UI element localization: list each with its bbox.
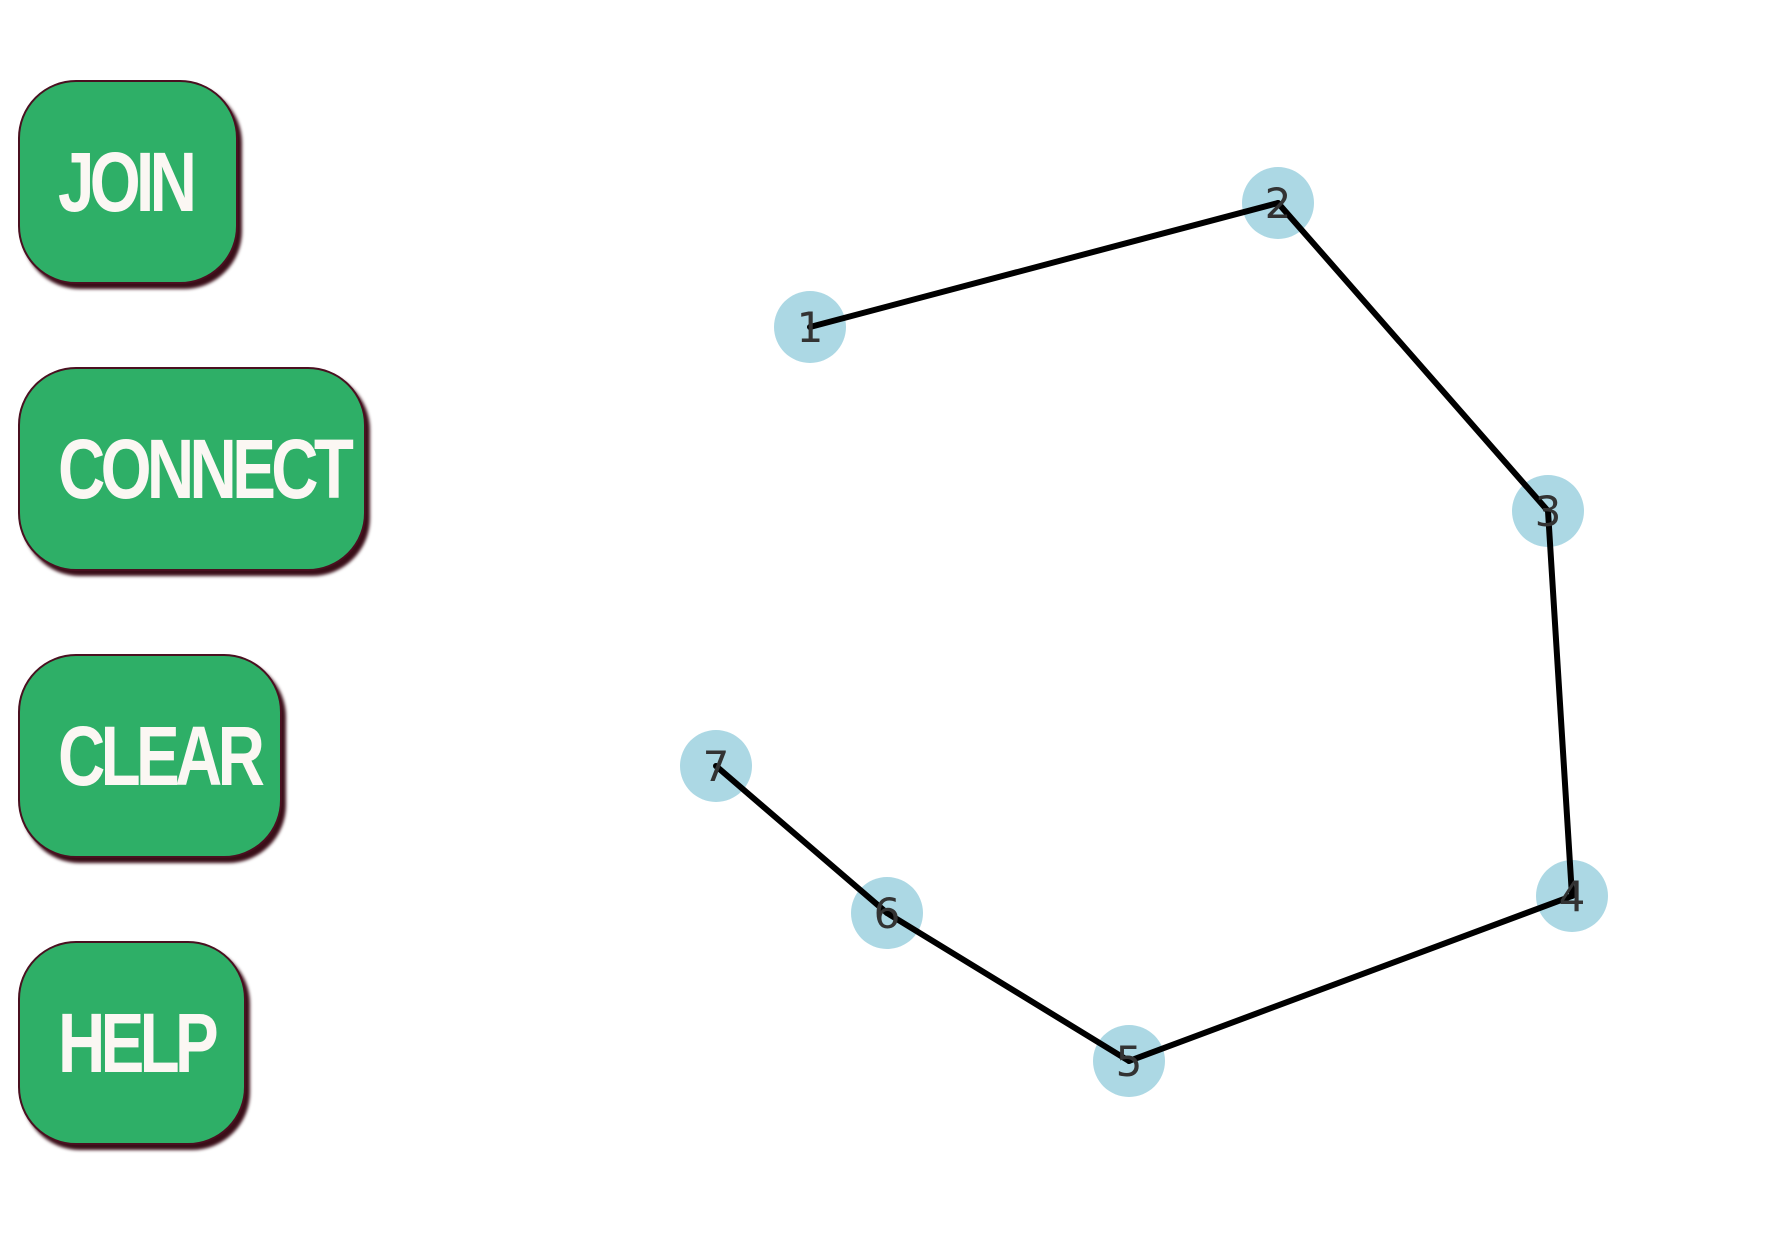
graph-edge-4-5 [1126,893,1575,1064]
connect-button[interactable]: CONNECT [18,367,366,571]
sidebar: JOIN CONNECT CLEAR HELP [0,0,400,1240]
graph-node-label-3: 3 [1535,487,1562,536]
help-button[interactable]: HELP [18,941,246,1145]
join-button-label: JOIN [58,135,197,229]
connect-button-label: CONNECT [58,422,354,516]
graph-node-label-2: 2 [1265,179,1292,228]
graph-node-label-5: 5 [1116,1037,1143,1086]
clear-button-label: CLEAR [58,709,265,803]
graph-node-label-1: 1 [797,303,824,352]
graph-canvas[interactable]: 1 2 3 4 5 6 7 [600,0,1784,1240]
graph-edge-6-7 [713,763,890,916]
join-button[interactable]: JOIN [18,80,238,284]
clear-button[interactable]: CLEAR [18,654,282,858]
graph-svg[interactable]: 1 2 3 4 5 6 7 [600,0,1784,1240]
graph-edge-1-2 [807,200,1281,330]
graph-edge-2-3 [1275,200,1551,514]
graph-node-label-6: 6 [874,889,901,938]
graph-edge-3-4 [1545,508,1575,899]
graph-node-label-7: 7 [703,742,730,791]
graph-node-label-4: 4 [1559,872,1586,921]
help-button-label: HELP [58,996,219,1090]
graph-edge-5-6 [884,910,1132,1064]
